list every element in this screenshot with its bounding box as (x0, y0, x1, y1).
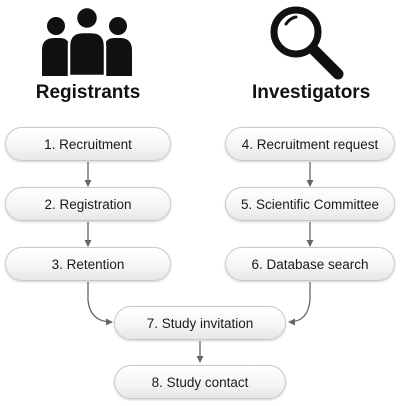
step-scientific-committee-label: 5. Scientific Committee (240, 196, 380, 212)
step-database-search: 6. Database search (225, 247, 395, 281)
registrants-heading: Registrants (35, 82, 141, 103)
step-study-invitation-label: 7. Study invitation (146, 315, 254, 331)
step-recruitment-label: 1. Recruitment (44, 136, 132, 152)
investigators-heading: Investigators (252, 82, 371, 103)
step-registration: 2. Registration (5, 187, 171, 221)
step-retention-label: 3. Retention (51, 256, 125, 272)
step-study-invitation: 7. Study invitation (114, 306, 286, 340)
step-registration-label: 2. Registration (44, 196, 132, 212)
step-database-search-label: 6. Database search (251, 256, 369, 272)
magnifying-glass-icon (270, 6, 344, 80)
step-study-contact-label: 8. Study contact (151, 374, 249, 390)
step-recruitment: 1. Recruitment (5, 127, 171, 161)
step-recruitment-request-label: 4. Recruitment request (241, 136, 379, 152)
arrow-6-to-7 (288, 282, 311, 326)
step-scientific-committee: 5. Scientific Committee (225, 187, 395, 221)
arrow-3-to-7 (87, 282, 113, 326)
people-group-icon (42, 5, 132, 78)
step-recruitment-request: 4. Recruitment request (225, 127, 395, 161)
step-study-contact: 8. Study contact (114, 365, 286, 399)
step-retention: 3. Retention (5, 247, 171, 281)
